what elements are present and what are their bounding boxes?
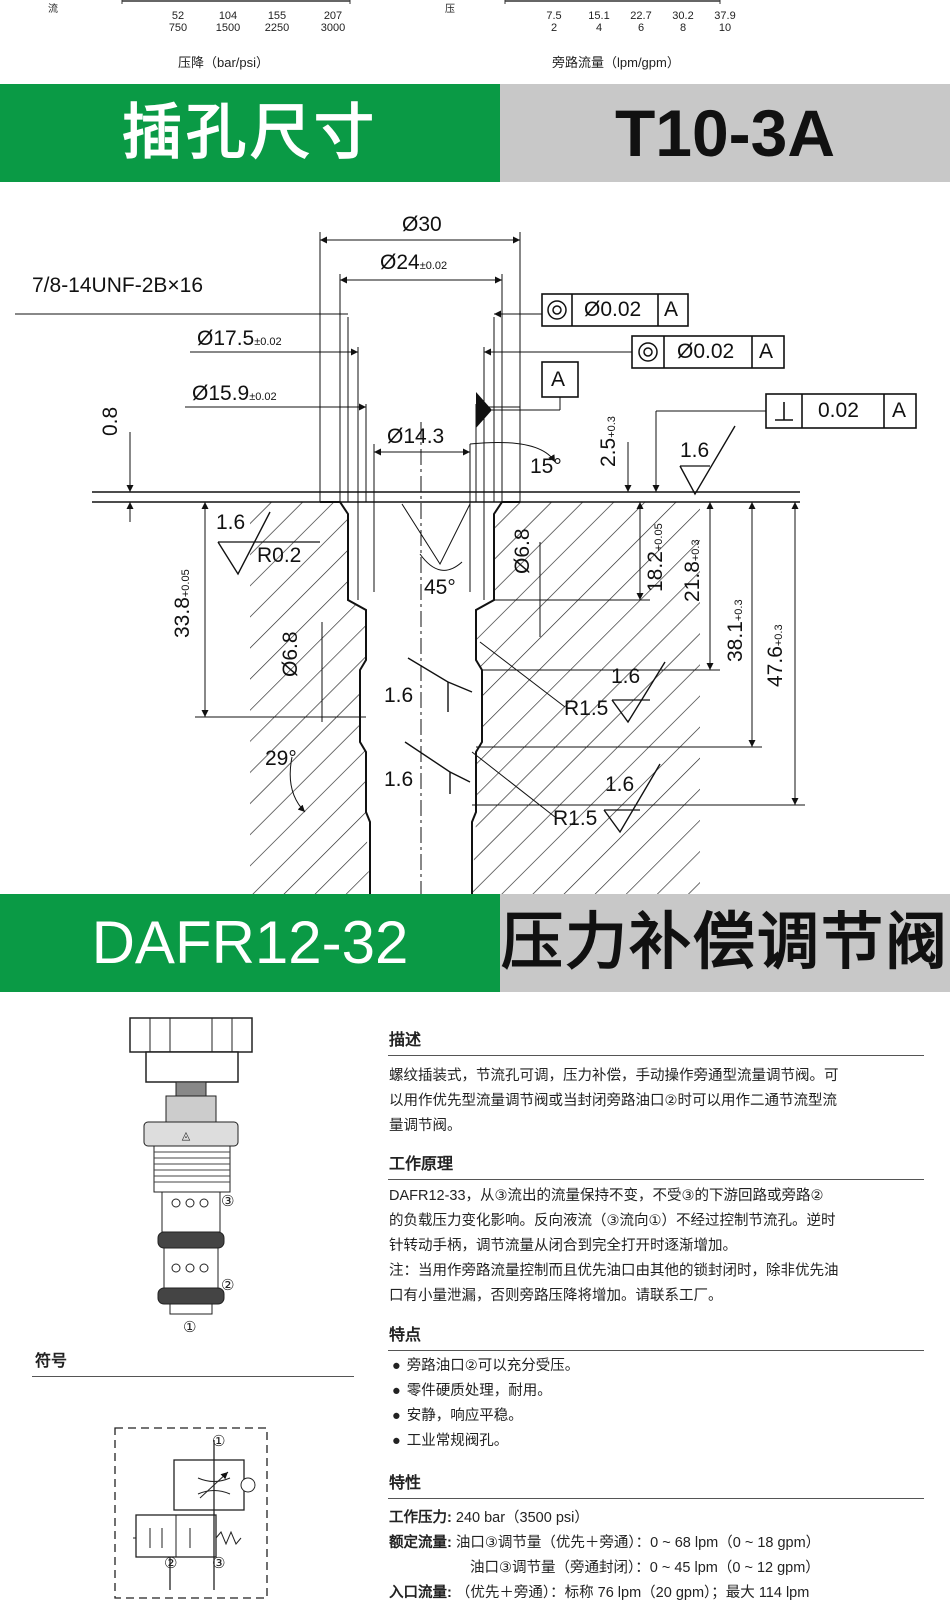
description-heading: 描述: [389, 1032, 422, 1049]
principle-text: DAFR12-33，从③流出的流量保持不变，不受③的下游回路或旁路② 的负载压力…: [389, 1188, 839, 1304]
spec-row-flow: 额定流量: 油口③调节量（优先＋旁通）：0 ~ 68 lpm（0 ~ 18 gp…: [389, 1535, 821, 1551]
symbol-port-2: ②: [164, 1555, 178, 1572]
concentricity-frame-2: [631, 335, 785, 369]
datum-ref-1: A: [664, 298, 679, 321]
features-rule: [388, 1350, 924, 1351]
symbol-port-1: ①: [212, 1433, 226, 1450]
description-rule: [388, 1055, 924, 1056]
symbol-rule: [32, 1376, 354, 1377]
principle-rule: [388, 1179, 924, 1180]
banner-grey-panel: [500, 894, 950, 992]
radius-r0-2: R0.2: [257, 544, 302, 567]
right-axis-label: 旁路流量（lpm/gpm）: [552, 55, 680, 70]
dim-d30: Ø30: [402, 213, 442, 236]
features-list: 旁路油口②可以充分受压。 零件硬质处理，耐用。 安静，响应平稳。 工业常规阀孔。: [392, 1354, 580, 1454]
datum-a-box: [541, 361, 579, 398]
feature-item: 工业常规阀孔。: [392, 1429, 579, 1454]
roughness-3: 1.6: [384, 684, 414, 707]
roughness-4: 1.6: [384, 768, 414, 791]
cavity-banner: 插孔尺寸 T10-3A: [0, 84, 950, 182]
spec-row-pressure: 工作压力: 240 bar（3500 psi）: [389, 1510, 589, 1526]
feature-item: 零件硬质处理，耐用。: [392, 1379, 579, 1404]
description-text: 螺纹插装式，节流孔可调，压力补偿，手动操作旁通型流量调节阀。可 以用作优先型流量…: [389, 1068, 839, 1134]
roughness-5: 1.6: [611, 665, 641, 688]
cavity-code: T10-3A: [614, 96, 836, 170]
perpendicularity-value: 0.02: [818, 399, 859, 422]
product-banner: DAFR12-32 压力补偿调节阀: [0, 894, 950, 992]
concentricity-value-2: Ø0.02: [677, 340, 735, 363]
principle-heading: 工作原理: [389, 1156, 454, 1173]
specs-rule: [388, 1498, 924, 1499]
symbol-heading: 符号: [35, 1353, 68, 1370]
valve-port-2: ②: [221, 1277, 235, 1294]
product-name: 压力补偿调节阀: [500, 908, 949, 977]
cavity-drawing-lines: [15, 232, 917, 894]
left-axis-label: 压降（bar/psi）: [178, 55, 270, 70]
radius-r1-5-upper: R1.5: [564, 697, 609, 720]
features-heading: 特点: [389, 1327, 422, 1344]
roughness-2: 1.6: [680, 439, 710, 462]
dim-21-8: 21.8+0.3: [681, 539, 704, 602]
svg-text:◬: ◬: [182, 1130, 191, 1142]
hydraulic-symbol: [114, 1427, 268, 1599]
right-chart-side-label: 压: [445, 4, 455, 15]
banner-grey-panel: [500, 84, 950, 182]
angle-29: 29°: [265, 747, 297, 770]
dim-d24: Ø24±0.02: [380, 251, 448, 274]
product-model: DAFR12-32: [91, 909, 409, 976]
dim-38-1: 38.1+0.3: [724, 599, 747, 662]
datum-a-label: A: [551, 368, 566, 391]
dim-d6-8-upper: Ø6.8: [511, 528, 534, 574]
angle-15: 15°: [530, 455, 562, 478]
dim-d17-5: Ø17.5±0.02: [197, 327, 282, 350]
banner-green-panel: [0, 84, 500, 182]
angle-45: 45°: [424, 576, 456, 599]
dim-thread: 7/8-14UNF-2B×16: [32, 274, 204, 297]
cavity-title: 插孔尺寸: [122, 99, 378, 166]
banner-green-panel: [0, 894, 500, 992]
dim-0-8: 0.8: [99, 406, 122, 436]
concentricity-frame-1: [541, 293, 689, 327]
valve-port-3: ③: [221, 1193, 235, 1210]
dim-d15-9: Ø15.9±0.02: [192, 382, 277, 405]
datum-ref-3: A: [892, 399, 907, 422]
chart-axes-fragment: [121, 0, 721, 4]
radius-r1-5-lower: R1.5: [553, 807, 598, 830]
roughness-1: 1.6: [216, 511, 246, 534]
dim-18-2: 18.2+0.05: [644, 523, 667, 592]
spec-row-inlet: 入口流量: （优先＋旁通）：标称 76 lpm（20 gpm）；最大 114 l…: [389, 1585, 810, 1601]
specs-heading: 特性: [389, 1475, 422, 1492]
symbol-port-3: ③: [212, 1555, 226, 1572]
dim-47-6: 47.6+0.3: [764, 624, 787, 687]
perpendicularity-frame: [765, 393, 917, 429]
feature-item: 安静，响应平稳。: [392, 1404, 579, 1429]
cavity-drawing: Ø30 Ø24±0.02 7/8-14UNF-2B×16 Ø17.5±0.02 …: [0, 182, 950, 894]
valve-illustration: ◬: [129, 1017, 253, 1315]
dim-33-8: 33.8+0.05: [171, 569, 194, 638]
datum-ref-2: A: [759, 340, 774, 363]
dim-d14-3: Ø14.3: [387, 425, 445, 448]
dim-2-5: 2.5+0.3: [597, 416, 620, 467]
feature-item: 旁路油口②可以充分受压。: [392, 1354, 580, 1379]
dim-d6-8-lower: Ø6.8: [279, 631, 302, 677]
roughness-6: 1.6: [605, 773, 635, 796]
left-chart-side-label: 流: [48, 4, 58, 15]
concentricity-value-1: Ø0.02: [584, 298, 642, 321]
valve-port-1: ①: [183, 1319, 197, 1336]
spec-row-flow-2: 油口③调节量（旁通封闭）：0 ~ 45 lpm（0 ~ 12 gpm）: [470, 1560, 820, 1576]
